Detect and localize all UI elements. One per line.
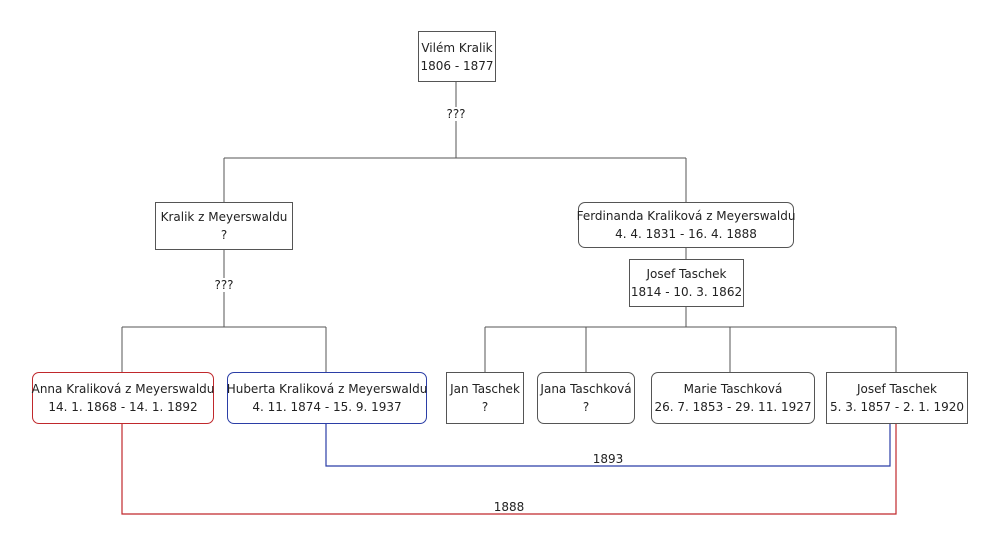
person-name: Jan Taschek — [450, 382, 520, 396]
person-huberta-kralikova: Huberta Kraliková z Meyerswaldu 4. 11. 1… — [227, 372, 427, 424]
person-dates: 1806 - 1877 — [420, 58, 494, 73]
person-name: Marie Taschková — [683, 382, 783, 396]
person-jana-taschkova: Jana Taschková ? — [537, 372, 635, 424]
marriage-year-blue: 1893 — [592, 452, 624, 466]
person-dates: ? — [582, 400, 590, 414]
person-ferdinanda-kralikova: Ferdinanda Kraliková z Meyerswaldu 4. 4.… — [576, 202, 796, 248]
person-kralik-z-meyerswaldu: Kralik z Meyerswaldu ? — [155, 202, 293, 250]
person-dates: 4. 11. 1874 - 15. 9. 1937 — [252, 400, 402, 414]
person-marie-taschkova: Marie Taschková 26. 7. 1853 - 29. 11. 19… — [651, 372, 815, 424]
person-dates: ? — [481, 400, 489, 414]
person-name: Anna Kraliková z Meyerswaldu — [31, 382, 215, 396]
person-name: Vilém Kralik — [421, 40, 493, 55]
unknown-relation-label: ??? — [444, 107, 468, 121]
person-name: Ferdinanda Kraliková z Meyerswaldu — [576, 209, 796, 223]
marriage-line-anna-josef — [121, 424, 897, 515]
person-jan-taschek: Jan Taschek ? — [446, 372, 524, 424]
person-dates: 4. 4. 1831 - 16. 4. 1888 — [615, 227, 757, 241]
person-dates: 26. 7. 1853 - 29. 11. 1927 — [654, 400, 812, 414]
marriage-line-huberta-josef — [325, 424, 891, 467]
unknown-relation-label: ??? — [212, 278, 236, 292]
person-josef-taschek-sr: Josef Taschek 1814 - 10. 3. 1862 — [629, 259, 744, 307]
person-name: Josef Taschek — [856, 382, 938, 396]
marriage-year-red: 1888 — [493, 500, 525, 514]
person-dates: 14. 1. 1868 - 14. 1. 1892 — [48, 400, 198, 414]
person-name: Jana Taschková — [540, 382, 632, 396]
person-dates: ? — [220, 228, 228, 242]
person-name: Josef Taschek — [646, 267, 727, 281]
person-vilem-kralik: Vilém Kralik 1806 - 1877 — [418, 31, 496, 82]
person-dates: 1814 - 10. 3. 1862 — [630, 285, 743, 299]
person-anna-kralikova: Anna Kraliková z Meyerswaldu 14. 1. 1868… — [32, 372, 214, 424]
person-name: Kralik z Meyerswaldu — [160, 210, 288, 224]
person-name: Huberta Kraliková z Meyerswaldu — [226, 382, 428, 396]
person-josef-taschek-jr: Josef Taschek 5. 3. 1857 - 2. 1. 1920 — [826, 372, 968, 424]
person-dates: 5. 3. 1857 - 2. 1. 1920 — [829, 400, 965, 414]
